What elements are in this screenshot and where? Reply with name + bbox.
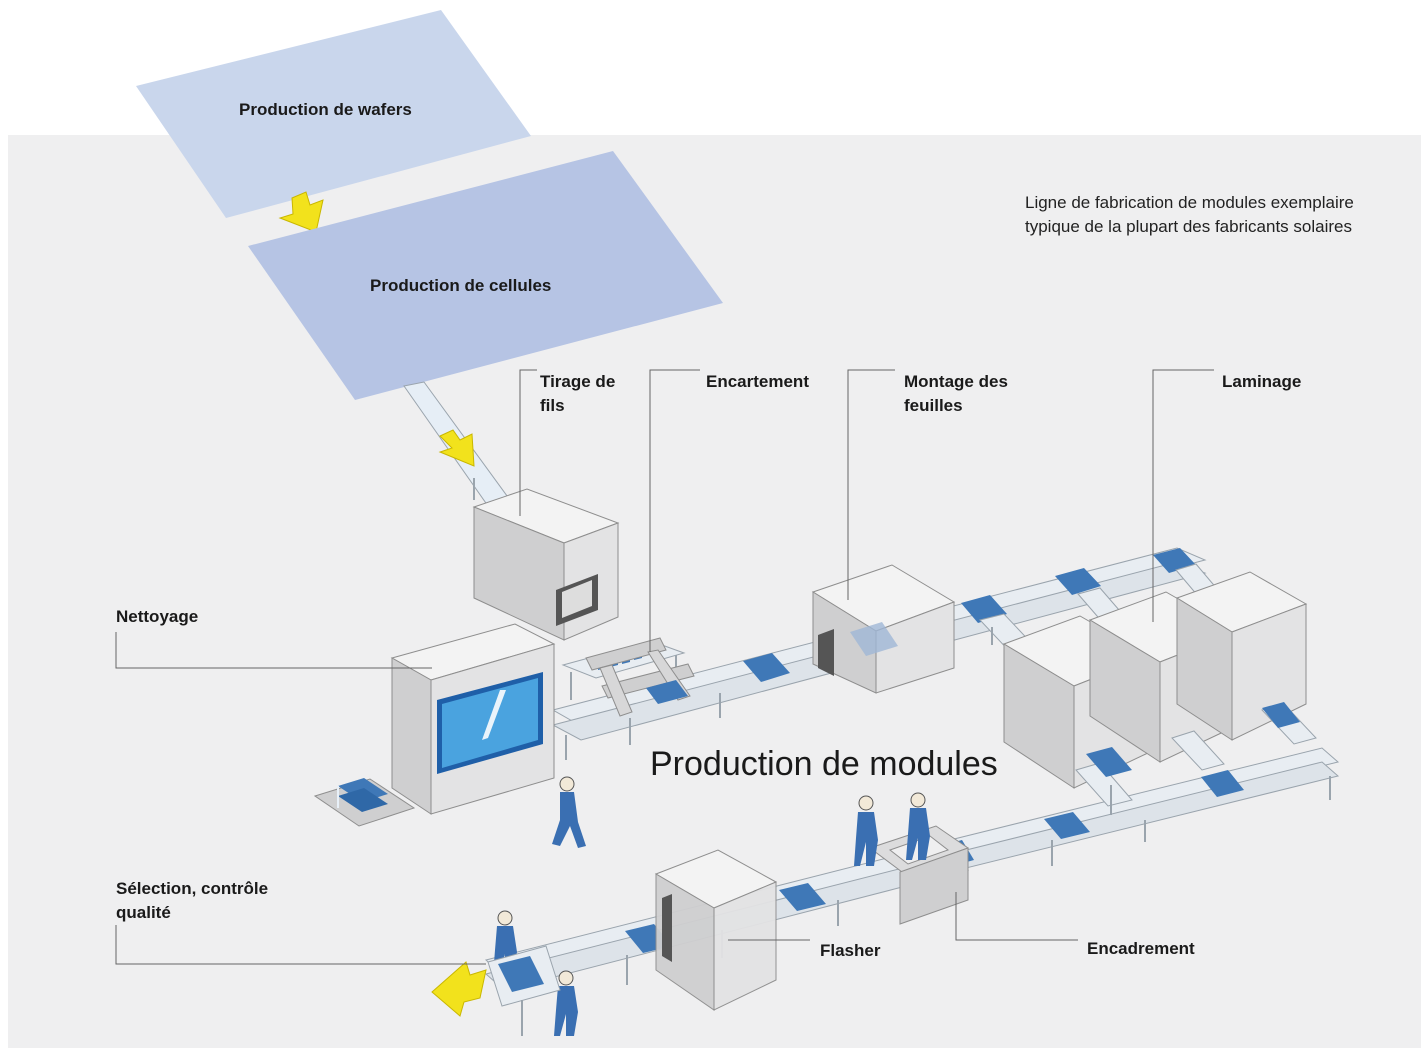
description-text: Ligne de fabrication de modules exemplai… [1025, 193, 1354, 236]
selection-label: Sélection, contrôle qualité [116, 879, 269, 922]
arrow-wafers-to-cells [278, 191, 324, 233]
exit-arrow [431, 961, 487, 1017]
solar-panel [1055, 568, 1101, 595]
leader-lines [115, 369, 1214, 965]
module-production-title: Production de modules [650, 745, 998, 783]
encartement-station [561, 637, 695, 717]
worker [554, 970, 578, 1036]
encartement-label: Encartement [706, 372, 809, 391]
nettoyage-label: Nettoyage [116, 607, 199, 626]
solar-panel [1262, 702, 1300, 728]
flasher-label: Flasher [820, 941, 881, 960]
tirage-label: Tirage de fils [540, 372, 616, 415]
worker [552, 776, 586, 848]
solar-panel [1086, 747, 1132, 777]
encadrement-label: Encadrement [1087, 939, 1195, 958]
laminator-3 [1175, 571, 1308, 741]
cell-production-plane [248, 151, 723, 400]
wafer-stack [313, 778, 416, 827]
nettoyage-machine [390, 623, 556, 815]
montage-label: Montage des feuilles [904, 372, 1008, 415]
flasher-machine [654, 849, 778, 1011]
cell-production-label: Production de cellules [370, 276, 552, 295]
laminage-label: Laminage [1222, 372, 1302, 391]
tirage-machine [472, 488, 620, 641]
wafer-production-plane [136, 10, 531, 218]
worker [906, 792, 930, 860]
arrow-cells-to-modules [438, 429, 475, 467]
solar-panel [743, 653, 790, 682]
wafer-production-label: Production de wafers [239, 100, 412, 119]
solar-panel [779, 883, 826, 911]
solar-panel [498, 956, 544, 992]
encadrement-station [868, 825, 970, 925]
solar-panel [1044, 812, 1090, 839]
worker [854, 795, 878, 866]
solar-panel [1201, 770, 1244, 797]
